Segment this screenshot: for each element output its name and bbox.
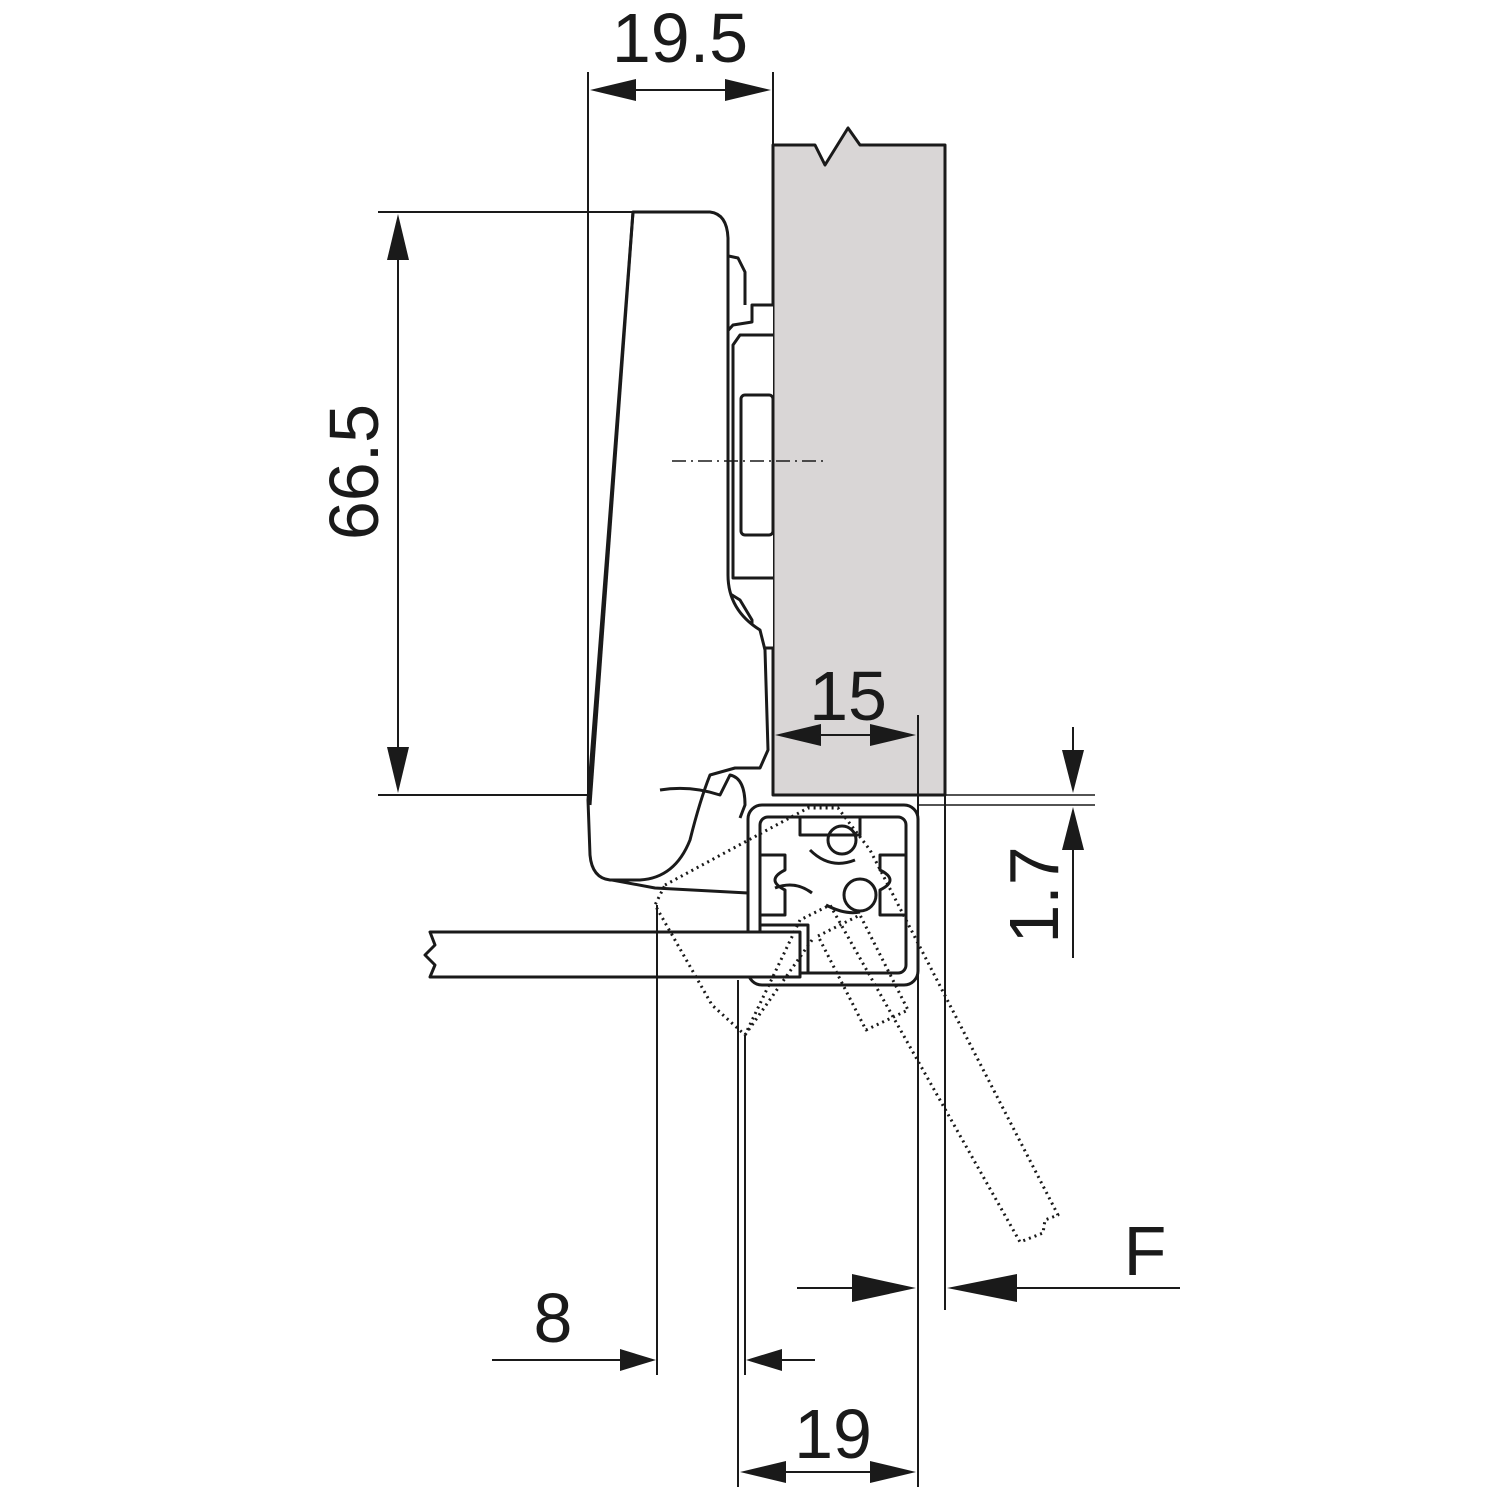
arrowhead <box>947 1274 1017 1302</box>
arrowhead <box>620 1349 656 1371</box>
dim-label-1-7: 1.7 <box>995 846 1073 943</box>
hinge-arm-bevel <box>588 211 635 806</box>
door-inner-groove <box>758 923 810 972</box>
dim-label-19: 19 <box>794 1395 872 1473</box>
mounting-clip <box>723 253 747 305</box>
dim-label-f: F <box>1124 1212 1167 1290</box>
arrowhead <box>387 747 409 793</box>
hinge-arm-knuckle <box>659 773 747 819</box>
arrowhead <box>775 724 821 746</box>
hinge-spring <box>774 848 861 915</box>
arrowhead <box>870 1461 916 1483</box>
hinge-pivot-upper <box>826 824 858 856</box>
arrowhead <box>1062 750 1084 793</box>
arrowhead <box>746 1349 782 1371</box>
mounting-plate-slot <box>731 333 773 580</box>
arrowhead <box>740 1461 786 1483</box>
arrowhead <box>852 1274 916 1302</box>
arrowhead <box>870 724 916 746</box>
arrowhead <box>387 214 409 260</box>
dim-label-66-5: 66.5 <box>315 404 393 540</box>
arrowhead <box>725 79 771 101</box>
arrowhead <box>590 79 636 101</box>
hinge-cup-inner <box>758 815 908 975</box>
cabinet-side-panel <box>771 126 947 797</box>
dim-label-15: 15 <box>809 657 887 735</box>
dim-label-19-5: 19.5 <box>612 0 748 77</box>
arrowhead <box>1062 807 1084 850</box>
mounting-plate-window <box>739 393 775 537</box>
cup-open-stem <box>743 939 814 1036</box>
dim-label-8: 8 <box>534 1279 573 1357</box>
cup-open-outline <box>816 913 910 1032</box>
hinge-pivot-lower <box>842 877 878 913</box>
door-closed <box>423 930 802 979</box>
